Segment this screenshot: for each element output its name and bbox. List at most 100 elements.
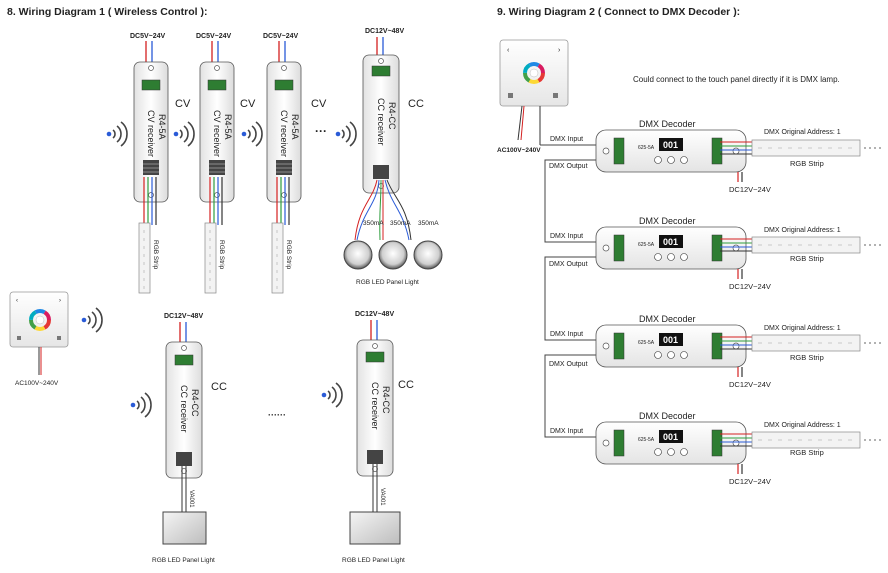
rgb-strip-2 bbox=[751, 236, 861, 254]
wireless-icon bbox=[129, 392, 152, 418]
cc-receiver-top: DC12V~48V CC receiver R4-CC bbox=[354, 28, 412, 241]
strip-label: RGB Strip bbox=[285, 240, 292, 270]
dmx-decoder-3: DMX Decoder 625-5A 001 bbox=[595, 314, 747, 368]
current-3: 350mA bbox=[418, 220, 439, 227]
load-label-b2: RGB LED Panel Light bbox=[342, 557, 405, 564]
current-2: 350mA bbox=[390, 220, 411, 227]
receiver-name: CC receiver bbox=[370, 382, 380, 430]
strip-label: RGB Strip bbox=[152, 240, 159, 270]
up-button bbox=[667, 448, 675, 456]
dmx-address-2: DMX Original Address: 1 bbox=[764, 227, 841, 234]
down-button bbox=[680, 351, 688, 359]
dmx-output-1: DMX Output bbox=[549, 163, 588, 170]
receiver-model: R4-CC bbox=[190, 389, 200, 417]
square-panel-light-1 bbox=[162, 511, 207, 545]
dmx-decoder-1: DMX Decoder 625-5A 001 bbox=[595, 119, 747, 173]
receiver-model: R4-5A bbox=[290, 114, 300, 140]
dmx-input-2: DMX Input bbox=[550, 233, 583, 240]
decoder-name: DMX Decoder bbox=[639, 411, 696, 421]
svg-text:›: › bbox=[59, 298, 61, 304]
type-tag-cv-1: CV bbox=[175, 98, 191, 110]
up-button bbox=[667, 253, 675, 261]
current-1: 350mA bbox=[363, 220, 384, 227]
decoder-name: DMX Decoder bbox=[639, 216, 696, 226]
supply-label: DC5V~24V bbox=[130, 33, 166, 40]
diagram1-title: 8. Wiring Diagram 1 ( Wireless Control )… bbox=[7, 6, 208, 18]
rgb-strip-label-3: RGB Strip bbox=[790, 353, 824, 362]
dc-supply-2: DC12V~24V bbox=[729, 282, 771, 291]
dmx-input-4: DMX Input bbox=[550, 428, 583, 435]
down-button bbox=[680, 156, 688, 164]
wire-label: VA001 bbox=[379, 488, 385, 506]
supply-label: DC5V~24V bbox=[263, 33, 299, 40]
address-display: 001 bbox=[663, 237, 678, 247]
ellipsis-top: ··· bbox=[315, 124, 327, 138]
touch-panel: ‹ › bbox=[9, 291, 69, 375]
down-button bbox=[680, 448, 688, 456]
address-display: 001 bbox=[663, 335, 678, 345]
dmx-decoder-2: DMX Decoder 625-5A 001 bbox=[595, 216, 747, 270]
square-panel-light-2 bbox=[349, 511, 401, 545]
receiver-name: CV receiver bbox=[146, 110, 156, 157]
up-button bbox=[667, 351, 675, 359]
receiver-name: CV receiver bbox=[279, 110, 289, 157]
dmx-address-3: DMX Original Address: 1 bbox=[764, 325, 841, 332]
wireless-icon bbox=[172, 121, 195, 147]
ellipsis-bottom: ······ bbox=[268, 410, 286, 420]
wireless-icon bbox=[240, 121, 263, 147]
dmx-address-4: DMX Original Address: 1 bbox=[764, 422, 841, 429]
wireless-icon bbox=[105, 121, 128, 147]
type-tag-cv-3: CV bbox=[311, 98, 327, 110]
decoder-model: 625-5A bbox=[638, 242, 655, 248]
cv-receiver-1: DC5V~24V CV receiver R4-5A RGB Strip bbox=[130, 33, 169, 294]
address-display: 001 bbox=[663, 140, 678, 150]
decoder-model: 625-5A bbox=[638, 340, 655, 346]
rgb-strip-label-4: RGB Strip bbox=[790, 448, 824, 457]
wireless-icon bbox=[334, 121, 357, 147]
panel2-supply: AC100V~240V bbox=[497, 147, 541, 154]
receiver-name: CV receiver bbox=[212, 110, 222, 157]
dmx-address-1: DMX Original Address: 1 bbox=[764, 129, 841, 136]
down-button bbox=[680, 253, 688, 261]
dmx-output-2: DMX Output bbox=[549, 261, 588, 268]
wireless-icon bbox=[320, 382, 343, 408]
type-tag-cc-b1: CC bbox=[211, 381, 227, 393]
rgb-strip-label-1: RGB Strip bbox=[790, 159, 824, 168]
decoder-name: DMX Decoder bbox=[639, 119, 696, 129]
type-tag-cc-top: CC bbox=[408, 98, 424, 110]
diagram2-note: Could connect to the touch panel directl… bbox=[633, 75, 840, 84]
mode-button bbox=[654, 351, 662, 359]
load-label-top: RGB LED Panel Light bbox=[356, 279, 419, 286]
cv-receiver-2: DC5V~24V CV receiver R4-5A RGB Strip bbox=[196, 33, 235, 294]
mode-button bbox=[654, 156, 662, 164]
decoder-model: 625-5A bbox=[638, 145, 655, 151]
up-button bbox=[667, 156, 675, 164]
dmx-input-3: DMX Input bbox=[550, 331, 583, 338]
cc-receiver-bottom-1: DC12V~48V CC receiver R4-CC VA001 bbox=[164, 313, 203, 512]
led-panel-light-2 bbox=[378, 240, 408, 270]
receiver-model: R4-CC bbox=[381, 386, 391, 414]
receiver-model: R4-CC bbox=[387, 102, 397, 130]
cc-receiver-bottom-2: DC12V~48V CC receiver R4-CC VA001 bbox=[355, 311, 394, 512]
svg-text:‹: ‹ bbox=[507, 47, 510, 54]
strip-label: RGB Strip bbox=[218, 240, 225, 270]
receiver-model: R4-5A bbox=[157, 114, 167, 140]
panel-supply: AC100V~240V bbox=[15, 380, 59, 387]
svg-text:›: › bbox=[558, 47, 561, 54]
led-panel-light-1 bbox=[343, 240, 373, 270]
wire-label: VA001 bbox=[188, 490, 194, 508]
svg-text:‹: ‹ bbox=[16, 298, 18, 304]
rgb-strip-label-2: RGB Strip bbox=[790, 254, 824, 263]
decoder-name: DMX Decoder bbox=[639, 314, 696, 324]
supply-label: DC12V~48V bbox=[355, 311, 394, 318]
supply-label: DC12V~48V bbox=[365, 28, 404, 35]
mode-button bbox=[654, 448, 662, 456]
rgb-strip-4 bbox=[751, 431, 861, 449]
rgb-strip-1 bbox=[751, 139, 861, 157]
dmx-input-1: DMX Input bbox=[550, 136, 583, 143]
mode-button bbox=[654, 253, 662, 261]
decoder-model: 625-5A bbox=[638, 437, 655, 443]
supply-label: DC12V~48V bbox=[164, 313, 203, 320]
dmx-touch-panel: ‹ › bbox=[499, 39, 569, 145]
type-tag-cv-2: CV bbox=[240, 98, 256, 110]
